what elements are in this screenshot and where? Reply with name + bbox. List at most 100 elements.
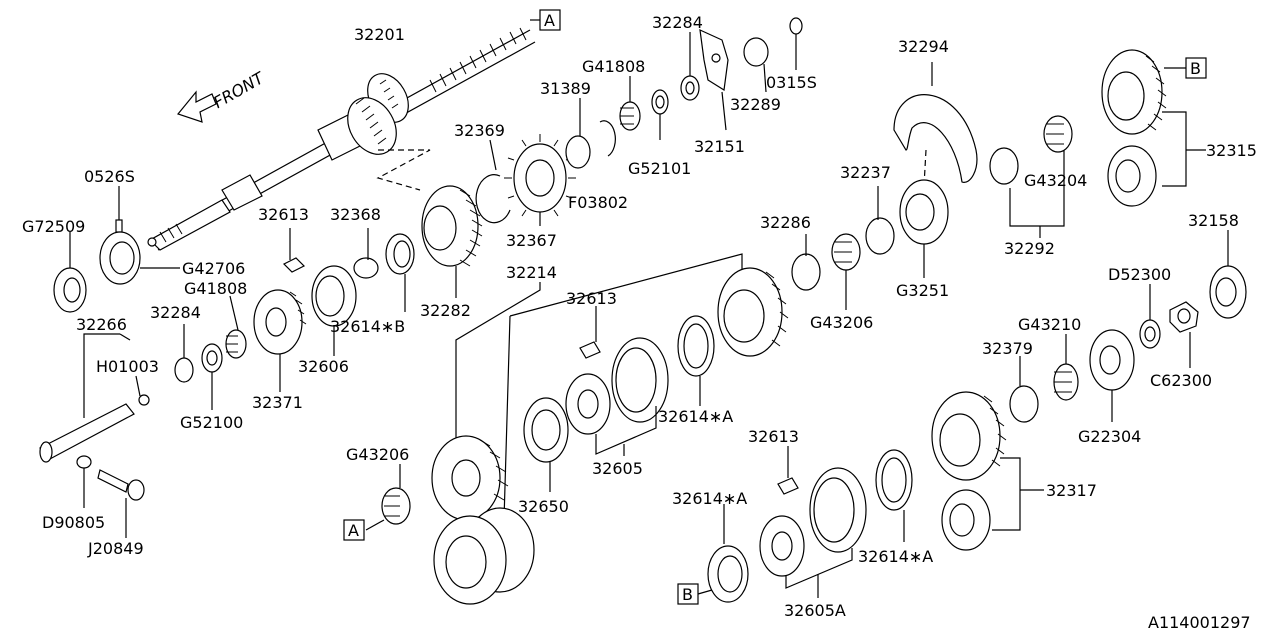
ring-31389[interactable] (565, 135, 591, 169)
label-d52300: D52300 (1108, 265, 1171, 284)
bushing-32286[interactable] (791, 253, 821, 291)
label-32613-a: 32613 (258, 205, 309, 224)
ring-32614a-3[interactable] (875, 449, 913, 511)
gear-32214-a[interactable] (717, 267, 789, 357)
bearing-g22304[interactable] (1089, 329, 1135, 391)
label-32201: 32201 (354, 25, 405, 44)
sleeve-32605[interactable] (611, 337, 669, 423)
label-32292: 32292 (1004, 239, 1055, 258)
washer-g52100[interactable] (201, 343, 223, 373)
gear-32317-b[interactable] (941, 489, 991, 551)
svg-text:A: A (348, 521, 359, 540)
label-g43204: G43204 (1024, 171, 1087, 190)
snap-ring-f03802[interactable] (599, 120, 616, 157)
bearing-g43206-a[interactable] (831, 233, 861, 271)
label-g41808-b: G41808 (582, 57, 645, 76)
label-h01003: H01003 (96, 357, 159, 376)
bushing-32292[interactable] (989, 147, 1019, 185)
label-32214: 32214 (506, 263, 557, 282)
bearing-g43204[interactable] (1043, 115, 1073, 153)
bushing-32368[interactable] (353, 257, 379, 279)
label-g43206-b: G43206 (346, 445, 409, 464)
bearing-g41808-b[interactable] (619, 101, 641, 131)
hub-32371[interactable] (253, 289, 307, 355)
callout-b-top[interactable]: B (1185, 57, 1207, 79)
bearing-g42706[interactable] (99, 231, 141, 285)
label-g41808-a: G41808 (184, 279, 247, 298)
label-32286: 32286 (760, 213, 811, 232)
label-g42706: G42706 (182, 259, 245, 278)
gear-32317-a[interactable] (931, 391, 1007, 481)
label-32289: 32289 (730, 95, 781, 114)
label-g43210: G43210 (1018, 315, 1081, 334)
sleeve-32605a[interactable] (809, 467, 867, 553)
ring-32158[interactable] (1209, 265, 1247, 319)
label-32284-b: 32284 (652, 13, 703, 32)
bearing-g43210[interactable] (1053, 363, 1079, 401)
gear-32367[interactable] (504, 134, 576, 222)
shaft-32266[interactable] (39, 394, 150, 463)
label-32606: 32606 (298, 357, 349, 376)
key-32613-b[interactable] (579, 341, 601, 359)
label-32614a-3: 32614∗A (858, 547, 933, 566)
key-32613-a[interactable] (282, 257, 306, 273)
hub-32605a[interactable] (759, 515, 805, 577)
bushing-32289[interactable] (743, 37, 769, 67)
bearing-g3251[interactable] (899, 179, 949, 245)
label-0315s: 0315S (766, 73, 817, 92)
callout-b-bottom[interactable]: B (677, 583, 699, 605)
plate-32294[interactable] (893, 94, 978, 183)
label-g43206-a: G43206 (810, 313, 873, 332)
ring-32614b[interactable] (385, 233, 415, 275)
ring-32614a-1[interactable] (677, 315, 715, 377)
label-32158: 32158 (1188, 211, 1239, 230)
hub-32605[interactable] (565, 373, 611, 435)
callout-a-top[interactable]: A (539, 9, 561, 31)
label-32614a-1: 32614∗A (658, 407, 733, 426)
label-f03802: F03802 (568, 193, 628, 212)
gear-32214-b[interactable] (431, 435, 509, 521)
bracket-32151[interactable] (699, 29, 729, 92)
bushing-32379[interactable] (1009, 385, 1039, 423)
gear-32315-a[interactable] (1101, 49, 1167, 135)
label-g72509: G72509 (22, 217, 85, 236)
label-j20849: J20849 (87, 539, 144, 558)
label-32613-c: 32613 (748, 427, 799, 446)
label-32650: 32650 (518, 497, 569, 516)
svg-text:B: B (1190, 59, 1201, 78)
svg-text:A: A (544, 11, 555, 30)
label-g22304: G22304 (1078, 427, 1141, 446)
reference-number: A114001297 (1148, 613, 1251, 632)
callout-a-bottom[interactable]: A (343, 519, 365, 541)
washer-d52300[interactable] (1139, 319, 1161, 349)
seal-g72509[interactable] (53, 267, 87, 313)
pin-0526s[interactable] (115, 219, 123, 233)
label-32613-b: 32613 (566, 289, 617, 308)
washer-32284-b[interactable] (680, 75, 700, 101)
ring-32237[interactable] (865, 217, 895, 255)
sleeve-32606[interactable] (311, 265, 357, 327)
washer-d90805[interactable] (76, 455, 92, 469)
bearing-g43206-b[interactable] (381, 487, 411, 525)
clip-0315s[interactable] (789, 17, 803, 35)
ring-32614a-2[interactable] (707, 545, 749, 603)
ring-32650[interactable] (523, 397, 569, 463)
washer-g52101[interactable] (651, 89, 669, 115)
nut-c62300[interactable] (1169, 301, 1199, 333)
label-31389: 31389 (540, 79, 591, 98)
bolt-j20849[interactable] (97, 469, 145, 501)
washer-32284-a[interactable] (174, 357, 194, 383)
svg-text:B: B (682, 585, 693, 604)
label-32266: 32266 (76, 315, 127, 334)
label-32369: 32369 (454, 121, 505, 140)
bearing-g41808-a[interactable] (225, 329, 247, 359)
snap-ring-32369[interactable] (475, 174, 511, 224)
main-shaft[interactable] (147, 27, 536, 251)
label-32282: 32282 (420, 301, 471, 320)
gear-32315-b[interactable] (1107, 145, 1157, 207)
gear-32214-c[interactable] (433, 507, 535, 605)
key-32613-c[interactable] (777, 477, 799, 495)
label-32605a: 32605A (784, 601, 846, 620)
gear-32282[interactable] (421, 185, 483, 267)
